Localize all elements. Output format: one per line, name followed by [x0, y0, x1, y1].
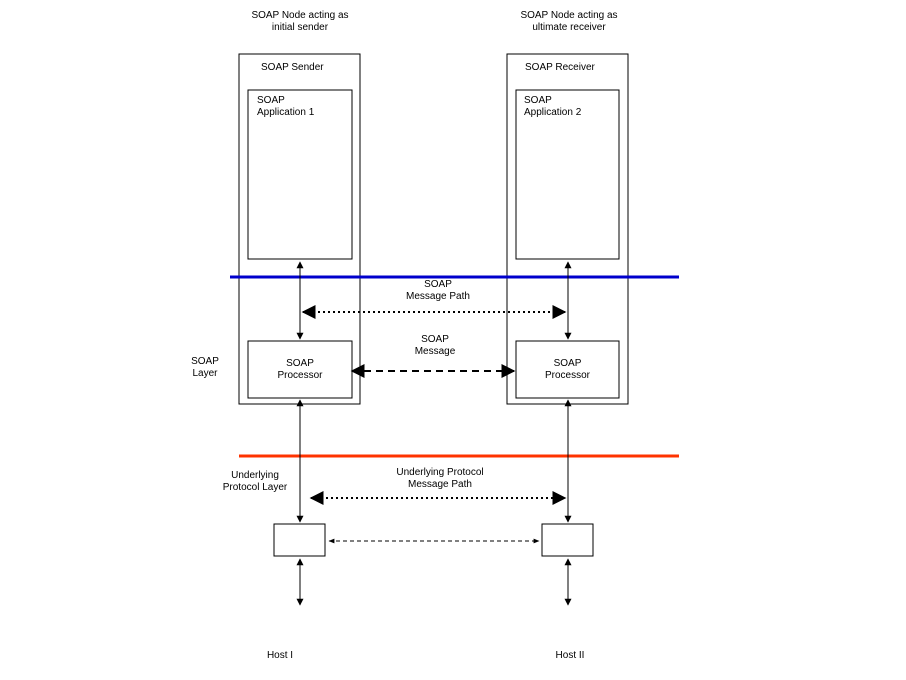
protocol-layer-line1: Underlying: [231, 470, 279, 481]
sender-app-line1: SOAP: [257, 95, 285, 106]
receiver-header-line2: ultimate receiver: [532, 22, 606, 33]
protocol-message-path-line1: Underlying Protocol: [396, 467, 484, 478]
receiver-app-line1: SOAP: [524, 95, 552, 106]
sender-processor-line1: SOAP: [286, 358, 314, 369]
receiver-processor-line2: Processor: [544, 370, 590, 381]
soap-message-path-line1: SOAP: [424, 279, 452, 290]
soap-message-line2: Message: [414, 346, 456, 357]
sender-application-label: SOAP Application 1: [257, 95, 314, 119]
receiver-processor-line1: SOAP: [553, 358, 582, 369]
receiver-processor-label: SOAP Processor: [516, 358, 619, 382]
receiver-application-label: SOAP Application 2: [524, 95, 581, 119]
soap-layer-line1: SOAP: [191, 356, 219, 367]
sender-header-label: SOAP Node acting as initial sender: [230, 10, 370, 34]
sender-application-box: [247, 89, 353, 260]
soap-message-line1: SOAP: [421, 334, 449, 345]
sender-box-title: SOAP Sender: [261, 62, 324, 73]
soap-message-label: SOAP Message: [385, 334, 485, 358]
soap-layer-line2: Layer: [192, 368, 218, 379]
protocol-layer-line2: Protocol Layer: [222, 482, 288, 493]
sender-processor-label: SOAP Processor: [248, 358, 352, 382]
receiver-application-box: [515, 89, 620, 260]
receiver-header-line1: SOAP Node acting as: [520, 10, 618, 21]
protocol-message-path-line2: Message Path: [408, 479, 472, 490]
receiver-processor-box: [515, 340, 620, 399]
sender-header-line2: initial sender: [271, 22, 329, 33]
protocol-message-path-label: Underlying Protocol Message Path: [380, 467, 500, 491]
host2-label: Host II: [555, 650, 585, 661]
sender-processor-box: [247, 340, 353, 399]
sender-header-line1: SOAP Node acting as: [251, 10, 349, 21]
receiver-header-label: SOAP Node acting as ultimate receiver: [499, 10, 639, 34]
receiver-app-line2: Application 2: [524, 107, 582, 118]
protocol-layer-label: Underlying Protocol Layer: [205, 470, 305, 494]
receiver-box-title: SOAP Receiver: [525, 62, 595, 73]
host1-label: Host I: [266, 650, 294, 661]
host2-protocol-box: [541, 523, 594, 557]
host1-protocol-box: [273, 523, 326, 557]
soap-message-path-line2: Message Path: [406, 291, 470, 302]
soap-message-path-label: SOAP Message Path: [388, 279, 488, 303]
sender-processor-line2: Processor: [277, 370, 323, 381]
soap-layer-label: SOAP Layer: [175, 356, 235, 380]
sender-app-line2: Application 1: [257, 107, 315, 118]
